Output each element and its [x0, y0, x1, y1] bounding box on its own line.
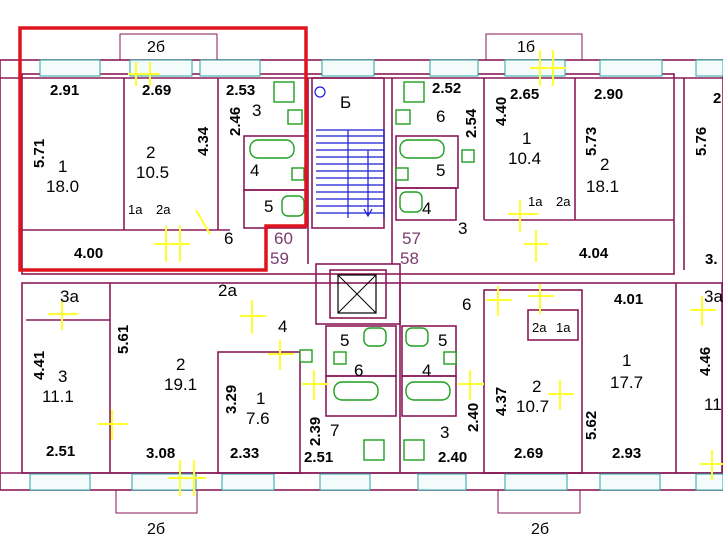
room-1a-a: 1а: [128, 202, 143, 217]
dim-308: 3.08: [146, 445, 175, 462]
apt-59: 59: [270, 249, 289, 268]
vdim-246: 2.46: [227, 107, 244, 136]
room-5-c: 5: [340, 331, 349, 350]
dim-251-b: 2.51: [304, 449, 333, 466]
room-6-b: 6: [436, 107, 445, 126]
dim-3-cut: 3.: [705, 251, 718, 268]
room-1a-b: 1а: [528, 194, 543, 209]
room-6-c: 6: [354, 361, 363, 380]
vdim-239: 2.39: [307, 417, 324, 446]
room-1-c: 1: [256, 389, 265, 408]
areas: 18.0 10.5 10.4 18.1 11.1 19.1 7.6 10.7 1…: [42, 149, 722, 428]
area-111: 11.1: [42, 387, 74, 406]
room-1a-d: 1а: [556, 320, 571, 335]
room-stair: Б: [340, 93, 351, 112]
room-2a-d: 2а: [532, 320, 547, 335]
dim-269-b: 2.69: [514, 445, 543, 462]
dim-2-cut: 2: [713, 90, 721, 107]
room-numbers: 1 2 3 4 5 6 1а 2а Б 6 5 4 3 1 2 1а 2а 3а…: [58, 93, 723, 442]
room-2-a: 2: [146, 143, 155, 162]
room-2a-a: 2а: [156, 202, 171, 217]
dim-291: 2.91: [50, 82, 79, 99]
vdim-571: 5.71: [31, 139, 48, 168]
door-ticks: [48, 50, 723, 496]
balcony-bottom-left: 2б: [147, 521, 165, 538]
room-3-c: 3: [58, 367, 67, 386]
vdim-573: 5.73: [583, 127, 600, 156]
room-7-c: 7: [330, 421, 339, 440]
area-76: 7.6: [246, 409, 270, 428]
room-4-b: 4: [422, 199, 431, 218]
apt-58: 58: [400, 249, 419, 268]
dim-233: 2.33: [230, 445, 259, 462]
vdim-446: 4.46: [697, 347, 714, 376]
area-177: 17.7: [610, 373, 643, 392]
dimensions: 2.91 2.69 2.53 2.52 2.65 2.90 2 4.00 4.0…: [46, 80, 721, 466]
balconies: [115, 33, 583, 514]
room-4-c: 4: [278, 317, 287, 336]
vdim-254: 2.54: [463, 108, 480, 138]
apartment-numbers: 60 59 57 58: [270, 229, 421, 268]
dim-252: 2.52: [432, 80, 461, 97]
room-3-d: 3: [440, 423, 449, 442]
area-180: 18.0: [46, 177, 79, 196]
room-5-d: 5: [438, 331, 447, 350]
balcony-bottom-right: 2б: [531, 521, 549, 538]
room-2-c: 2: [176, 355, 185, 374]
vertical-dimensions: 5.71 4.34 2.46 2.54 4.40 5.73 5.76 4.41 …: [31, 97, 714, 446]
balcony-top-right: 1б: [517, 39, 535, 56]
dim-251: 2.51: [46, 443, 75, 460]
room-3a-e: 3а: [704, 287, 723, 306]
vdim-329: 3.29: [223, 385, 240, 414]
dim-401: 4.01: [614, 291, 643, 308]
room-2a-b: 2а: [556, 194, 571, 209]
apt-60: 60: [274, 229, 293, 248]
dim-400: 4.00: [74, 245, 103, 262]
room-3-b: 3: [458, 219, 467, 238]
area-191: 19.1: [164, 375, 197, 394]
room-4-d: 4: [422, 361, 431, 380]
room-1-a: 1: [58, 157, 67, 176]
staircase: [314, 86, 385, 218]
vdim-434: 4.34: [195, 126, 212, 156]
room-6-d: 6: [462, 295, 471, 314]
dim-240-b: 2.40: [438, 449, 467, 466]
dim-404: 4.04: [579, 245, 609, 262]
dim-269-top: 2.69: [142, 82, 171, 99]
dim-290: 2.90: [594, 86, 623, 103]
balcony-labels: 2б 1б 2б 2б: [147, 39, 549, 538]
dim-253: 2.53: [226, 82, 255, 99]
room-2-b: 2: [600, 155, 609, 174]
balcony-top-left: 2б: [147, 39, 165, 56]
vdim-240: 2.40: [465, 403, 482, 432]
room-6-a: 6: [224, 229, 233, 248]
area-107: 10.7: [516, 397, 549, 416]
elevator: [337, 274, 377, 314]
dim-265: 2.65: [510, 86, 539, 103]
area-105: 10.5: [136, 163, 169, 182]
room-1-b: 1: [522, 129, 531, 148]
highlight-outline: [18, 26, 308, 272]
apt-57: 57: [402, 229, 421, 248]
dim-293: 2.93: [612, 445, 641, 462]
area-181: 18.1: [586, 177, 619, 196]
vdim-437: 4.37: [493, 387, 510, 416]
vdim-561: 5.61: [115, 325, 132, 354]
room-3a-c: 3а: [60, 287, 79, 306]
area-104: 10.4: [508, 149, 541, 168]
room-1-d: 1: [622, 351, 631, 370]
vdim-441: 4.41: [31, 351, 48, 380]
room-5-b: 5: [436, 161, 445, 180]
vdim-562: 5.62: [583, 411, 600, 440]
vdim-576: 5.76: [693, 127, 710, 156]
area-11-cut: 11: [704, 395, 722, 414]
room-5-a: 5: [264, 197, 273, 216]
room-3-a: 3: [252, 101, 261, 120]
vdim-440: 4.40: [493, 97, 510, 126]
room-2a-c: 2а: [218, 281, 237, 300]
room-2-d: 2: [532, 377, 541, 396]
plumbing: [249, 81, 475, 461]
room-4-a: 4: [250, 161, 259, 180]
